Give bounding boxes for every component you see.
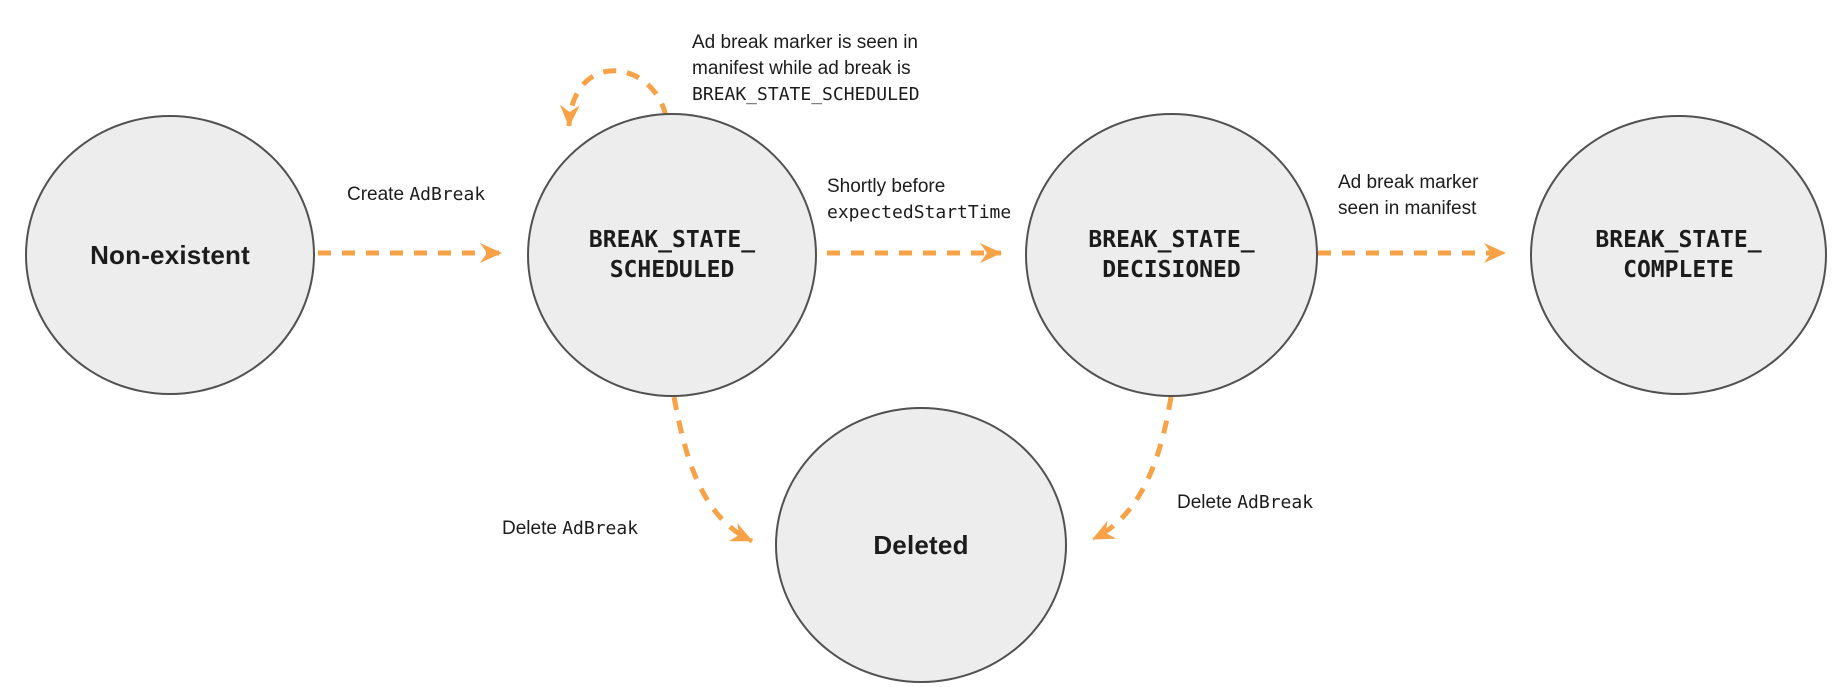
edge-label-marker-seen-line1: Ad break marker — [1338, 172, 1479, 193]
state-label-deleted: Deleted — [873, 530, 969, 560]
edge-label-shortly-before-line1: Shortly before — [827, 176, 946, 197]
state-label-non-existent: Non-existent — [90, 240, 250, 270]
edge-label-delete-adbreak-right: Delete AdBreak — [1177, 490, 1313, 516]
edge-label-delete-adbreak-left: Delete AdBreak — [502, 516, 638, 542]
state-node-break-state-scheduled: BREAK_STATE_ SCHEDULED — [527, 113, 817, 397]
edge-label-marker-seen: Ad break marker seen in manifest — [1338, 170, 1478, 222]
state-node-break-state-complete: BREAK_STATE_ COMPLETE — [1530, 115, 1827, 395]
edge-label-delete-right-text: Delete — [1177, 492, 1238, 513]
edge-scheduled-to-deleted — [671, 396, 754, 544]
edge-label-delete-left-text: Delete — [502, 518, 563, 539]
edge-label-create-adbreak-text: Create — [347, 184, 410, 205]
edge-label-create-adbreak-code: AdBreak — [409, 184, 486, 205]
state-label-scheduled-line2: SCHEDULED — [609, 257, 735, 283]
edge-scheduled-self-loop — [559, 68, 669, 127]
edge-label-self-loop-line1: Ad break marker is seen in — [692, 32, 918, 53]
state-node-non-existent: Non-existent — [25, 115, 315, 395]
edge-label-self-loop-line3-code: BREAK_STATE_SCHEDULED — [692, 84, 920, 105]
state-label-decisioned-line2: DECISIONED — [1102, 257, 1241, 283]
state-label-decisioned-line1: BREAK_STATE_ — [1088, 227, 1255, 253]
state-node-deleted: Deleted — [775, 407, 1067, 683]
edge-label-delete-right-code: AdBreak — [1237, 492, 1314, 513]
edge-decisioned-to-deleted — [1091, 396, 1174, 542]
edge-label-shortly-before: Shortly before expectedStartTime — [827, 174, 1011, 226]
state-node-break-state-decisioned: BREAK_STATE_ DECISIONED — [1025, 113, 1318, 397]
edge-label-self-loop-line2: manifest while ad break is — [692, 58, 911, 79]
state-label-complete-line1: BREAK_STATE_ — [1595, 227, 1762, 253]
edge-label-delete-left-code: AdBreak — [562, 518, 639, 539]
edge-label-create-adbreak: Create AdBreak — [347, 182, 485, 208]
edge-label-self-loop: Ad break marker is seen in manifest whil… — [692, 30, 920, 108]
state-label-complete-line2: COMPLETE — [1623, 257, 1734, 283]
state-label-scheduled-line1: BREAK_STATE_ — [588, 227, 756, 253]
edge-label-shortly-before-line2-code: expectedStartTime — [827, 202, 1012, 223]
edge-label-marker-seen-line2: seen in manifest — [1338, 198, 1477, 219]
